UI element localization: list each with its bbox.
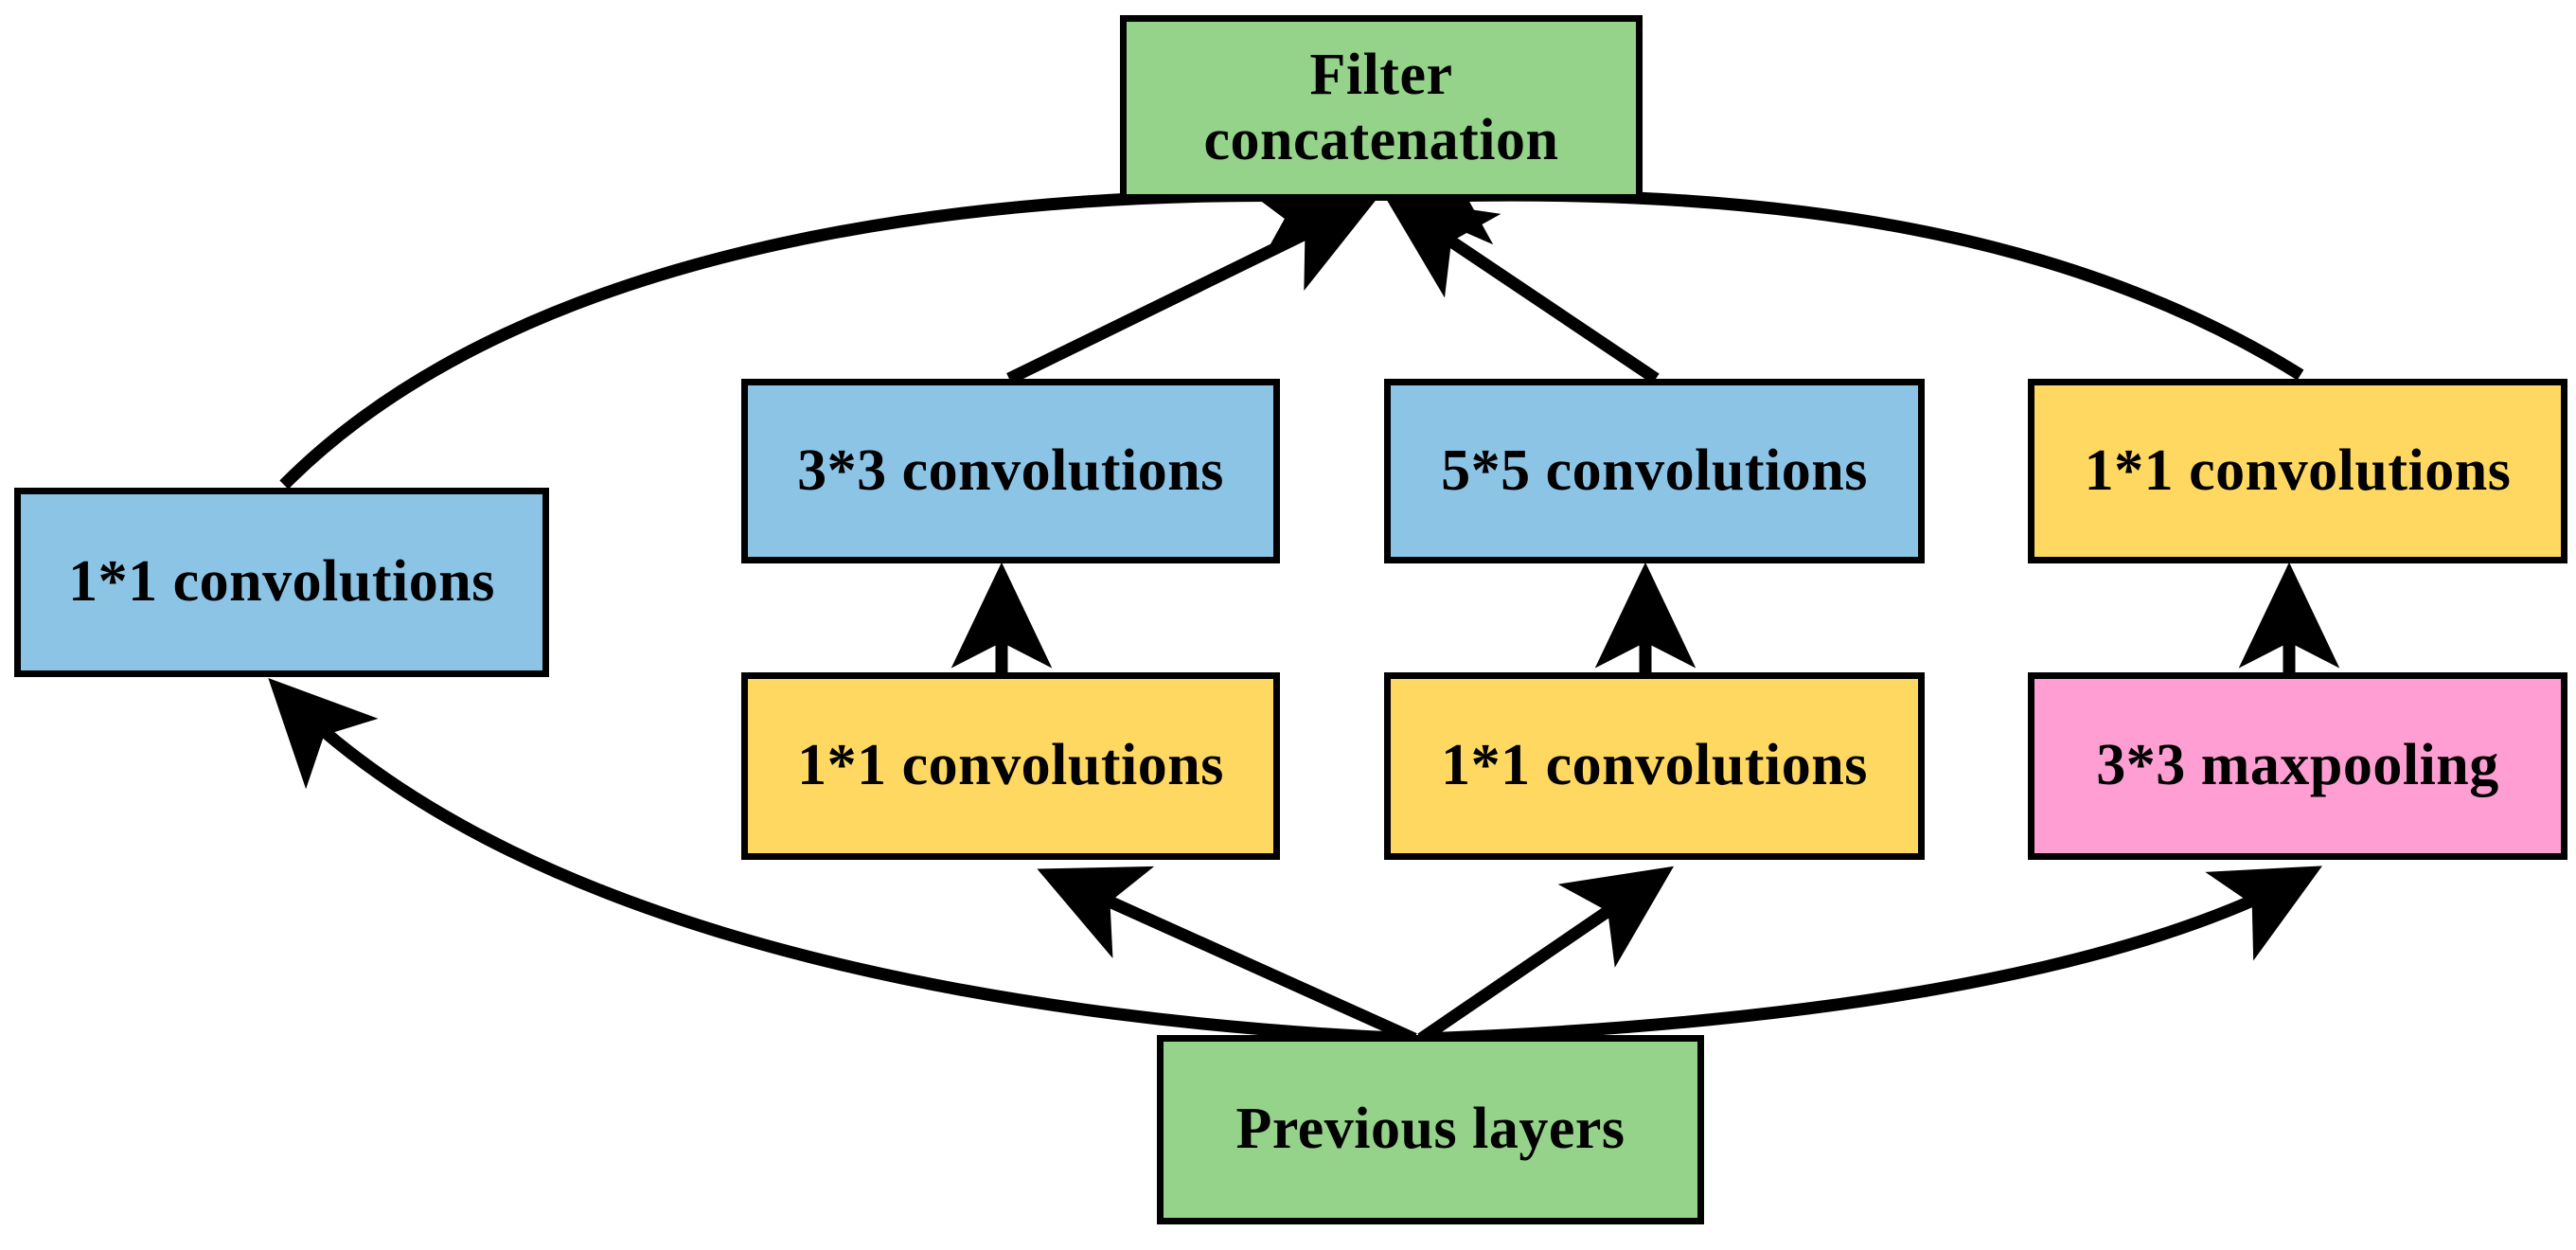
node-filter-concatenation[interactable]: Filter concatenation [1120,15,1643,201]
node-maxpool3x3[interactable]: 3*3 maxpooling [2028,672,2567,860]
node-maxpool3x3-label: 3*3 maxpooling [2096,733,2499,798]
node-conv1x1-reduce-3x3-label: 1*1 convolutions [797,733,1224,798]
node-conv1x1-reduce-5x5-label: 1*1 convolutions [1441,733,1868,798]
node-previous-layers[interactable]: Previous layers [1157,1035,1704,1224]
edge-previous-to-conv1x1-reduce-5x5 [1417,866,1675,1045]
node-conv3x3[interactable]: 3*3 convolutions [741,379,1280,563]
node-conv5x5-label: 5*5 convolutions [1441,438,1868,503]
edge-previous-to-maxpool3x3 [1420,866,2322,1045]
node-conv3x3-label: 3*3 convolutions [797,438,1224,503]
node-conv1x1-reduce-5x5[interactable]: 1*1 convolutions [1384,672,1925,860]
node-conv5x5[interactable]: 5*5 convolutions [1384,379,1925,563]
node-conv1x1-left[interactable]: 1*1 convolutions [14,488,549,677]
edge-conv1x1-right-top-to-filter-concatenation [1385,143,2304,381]
edge-previous-to-conv1x1-reduce-3x3 [1037,866,1417,1045]
edge-conv5x5-to-filter-concatenation [1384,196,1660,384]
node-filter-concatenation-line1: Filter [1309,42,1453,107]
node-conv1x1-right-top[interactable]: 1*1 convolutions [2028,379,2567,563]
node-conv1x1-right-top-label: 1*1 convolutions [2084,438,2512,503]
node-filter-concatenation-line2: concatenation [1203,108,1559,172]
node-conv1x1-left-label: 1*1 convolutions [68,549,495,615]
edge-conv3x3-to-filter-concatenation [1006,199,1377,384]
node-conv1x1-reduce-3x3[interactable]: 1*1 convolutions [741,672,1280,860]
node-previous-layers-label: Previous layers [1235,1097,1626,1162]
node-filter-concatenation-label: Filter concatenation [1127,43,1636,174]
